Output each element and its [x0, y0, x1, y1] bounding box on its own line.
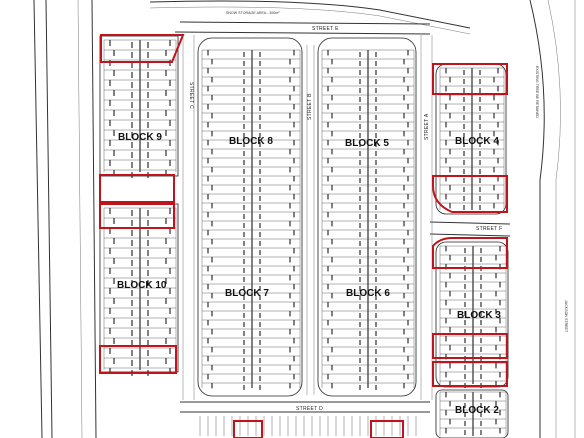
block-3-label: BLOCK 3 [457, 310, 501, 321]
street-c-label: STREET C [188, 82, 194, 109]
highlight-block9-top [100, 34, 185, 63]
plan-notes: SNOW STORAGE AREA - 300m² EXISTING TREE … [226, 11, 568, 333]
highlight-block2-top [432, 361, 508, 387]
snow-storage-note: SNOW STORAGE AREA - 300m² [226, 11, 280, 15]
highlight-south-2 [370, 420, 404, 438]
internal-roads [174, 21, 511, 413]
block-labels: BLOCK 9 BLOCK 10 BLOCK 8 BLOCK 7 BLOCK 5… [117, 132, 501, 416]
lot-linework [103, 39, 507, 436]
block-6-label: BLOCK 6 [346, 288, 390, 299]
block-outline-east [317, 37, 417, 397]
block-4-label: BLOCK 4 [455, 136, 499, 147]
highlight-block4-bottom [432, 175, 508, 213]
jackson-street-note: JACKSON STREET [564, 300, 568, 333]
highlight-block10-bottom [99, 345, 177, 374]
street-b-label: STREET B [307, 93, 313, 120]
block-8-label: BLOCK 8 [229, 136, 273, 147]
highlight-block10-top [99, 203, 175, 229]
block-outline-2 [435, 389, 509, 438]
street-labels: STREET E STREET D STREET F STREET C STRE… [188, 26, 502, 412]
street-a-label: STREET A [424, 113, 430, 140]
block-5-label: BLOCK 5 [345, 138, 389, 149]
highlight-block3-bottom [432, 333, 508, 359]
block-10-label: BLOCK 10 [117, 280, 167, 291]
block-7-label: BLOCK 7 [225, 288, 269, 299]
existing-tree-note: EXISTING TREE BE RETAINED [535, 66, 539, 118]
block-9-label: BLOCK 9 [118, 132, 162, 143]
perimeter-roads [33, 0, 576, 438]
block-outlines [99, 35, 509, 438]
block-2-label: BLOCK 2 [455, 405, 499, 416]
highlight-south-1 [233, 420, 263, 438]
highlight-block4-top [432, 63, 508, 95]
street-f-label: STREET F [476, 226, 502, 232]
highlight-block9-bottom [99, 174, 175, 203]
street-e-label: STREET E [312, 26, 339, 32]
highlight-block3-top [432, 237, 508, 269]
block-outline-west [197, 37, 303, 397]
street-d-label: STREET D [296, 406, 323, 412]
highlight-boxes [99, 34, 508, 438]
